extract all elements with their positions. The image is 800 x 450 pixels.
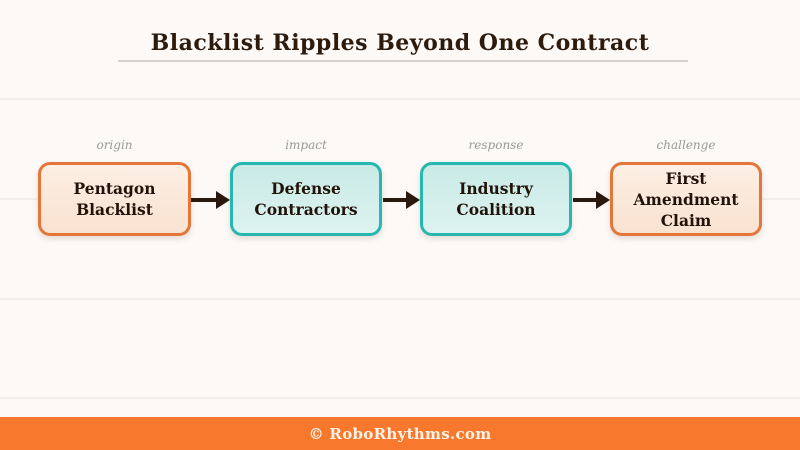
title-underline xyxy=(118,60,688,62)
flow-node-industry-coalition: Industry Coalition xyxy=(420,162,572,236)
arrow-head xyxy=(216,191,230,209)
background-gridline xyxy=(0,98,800,100)
arrow-shaft xyxy=(573,198,596,202)
flow-stage-impact: impact Defense Contractors xyxy=(230,136,382,236)
page-title: Blacklist Ripples Beyond One Contract xyxy=(150,30,650,56)
flow-node-defense-contractors: Defense Contractors xyxy=(230,162,382,236)
right-arrow-icon xyxy=(573,186,610,214)
right-arrow-icon xyxy=(383,186,420,214)
flow-stage-response: response Industry Coalition xyxy=(420,136,572,236)
background-gridline xyxy=(0,397,800,399)
flow-node-title-line: Claim xyxy=(660,210,712,230)
flow-node-title-line: Blacklist xyxy=(76,200,153,219)
arrow-shaft xyxy=(383,198,406,202)
flow-node-title-line: Defense xyxy=(271,179,341,198)
footer-bar: © RoboRhythms.com xyxy=(0,417,800,450)
flow-node-title-line: Coalition xyxy=(456,200,536,219)
flow-node-title-line: Industry xyxy=(459,179,533,198)
flow-node-title-line: Contractors xyxy=(254,200,358,219)
flow-node-pentagon-blacklist: Pentagon Blacklist xyxy=(38,162,191,236)
footer-credit: © RoboRhythms.com xyxy=(308,424,492,443)
stage-label: impact xyxy=(285,138,327,152)
stage-label: challenge xyxy=(656,138,716,152)
flow-stage-origin: origin Pentagon Blacklist xyxy=(38,136,191,236)
arrow-head xyxy=(596,191,610,209)
flow-stage-challenge: challenge First Amendment Claim xyxy=(610,136,762,236)
arrow-head xyxy=(406,191,420,209)
background-gridline xyxy=(0,298,800,300)
flow-node-first-amendment-claim: First Amendment Claim xyxy=(610,162,762,236)
flow-node-title-line: Pentagon xyxy=(73,179,156,198)
stage-label: origin xyxy=(96,138,133,152)
arrow-shaft xyxy=(191,198,216,202)
right-arrow-icon xyxy=(191,186,230,214)
flow-node-title-line: First Amendment xyxy=(633,168,739,209)
stage-label: response xyxy=(468,138,524,152)
